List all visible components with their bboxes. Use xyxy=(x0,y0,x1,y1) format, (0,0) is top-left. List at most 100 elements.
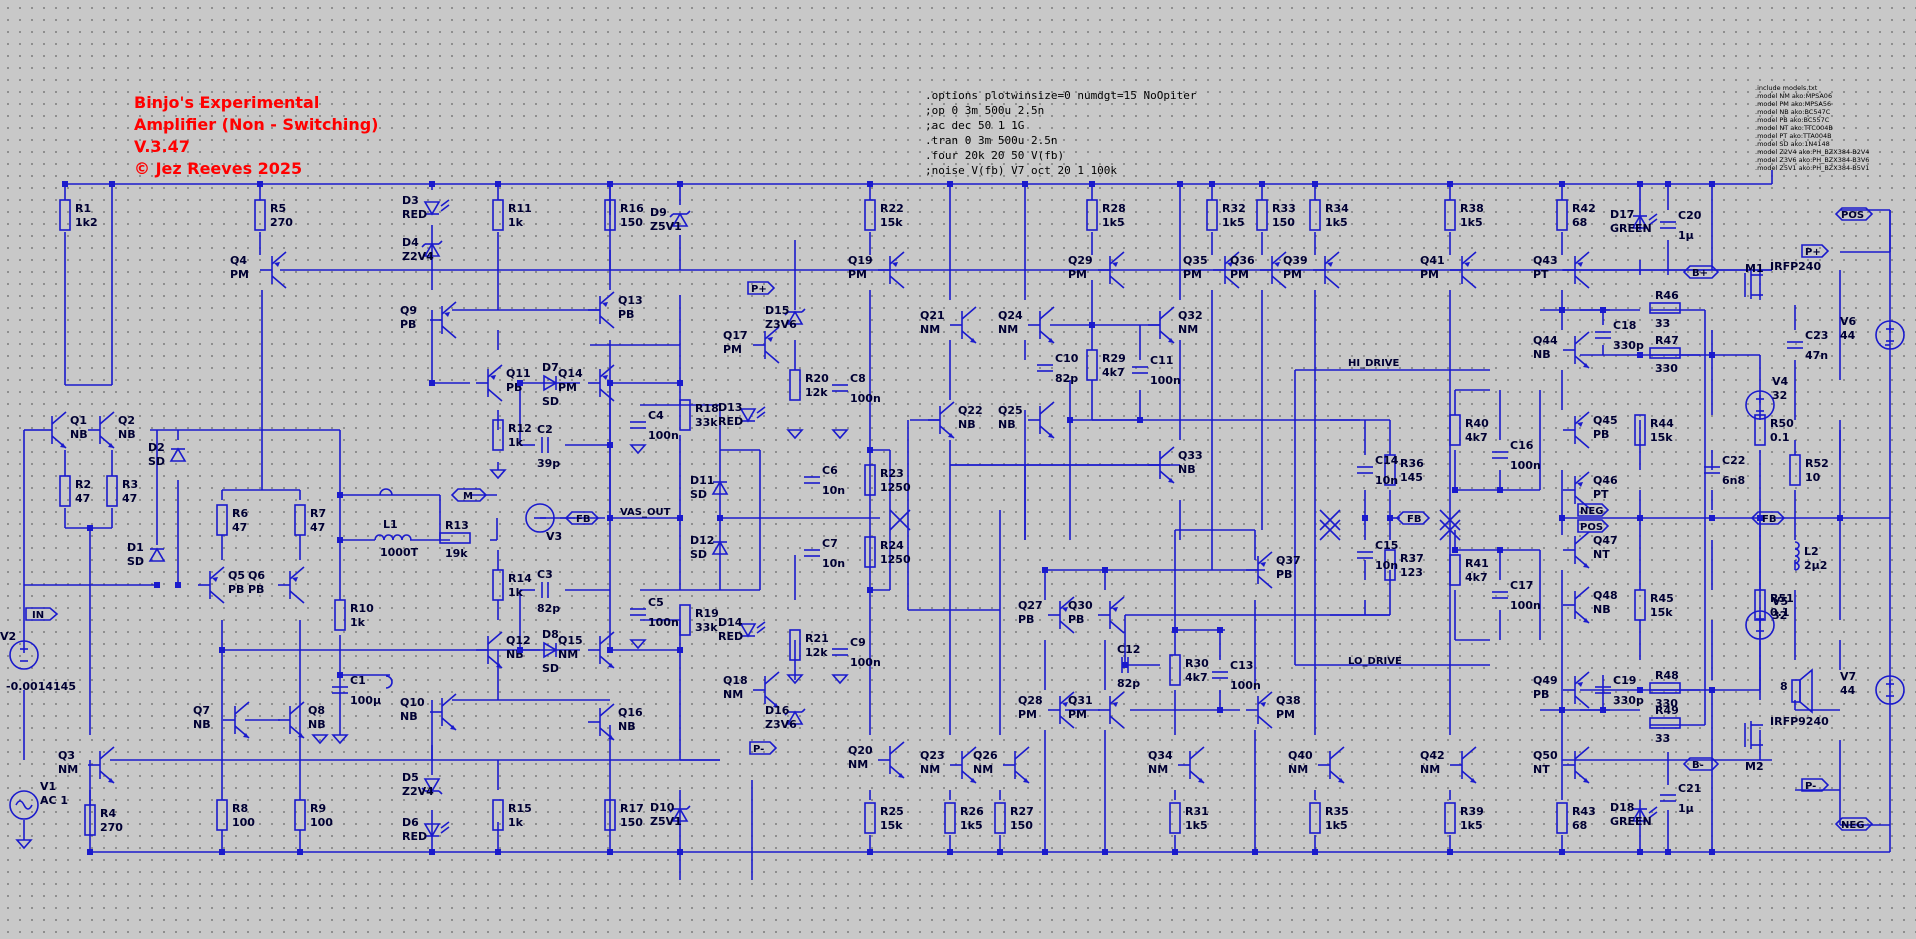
transistor-ref[interactable]: Q20 xyxy=(848,744,873,757)
resistor-ref[interactable]: R35 xyxy=(1325,805,1349,818)
capacitor-ref[interactable]: C14 xyxy=(1375,454,1399,467)
diode-ref[interactable]: D9 xyxy=(650,206,667,219)
source-ref[interactable]: V5 xyxy=(1772,595,1788,608)
capacitor-ref[interactable]: C9 xyxy=(850,636,866,649)
transistor-ref[interactable]: Q43 xyxy=(1533,254,1558,267)
model-line[interactable]: .model PT ako:TTA004B xyxy=(1755,132,1832,140)
transistor-ref[interactable]: Q34 xyxy=(1148,749,1173,762)
transistor-model[interactable]: NM xyxy=(1420,763,1440,776)
resistor-value[interactable]: 4k7 xyxy=(1102,366,1125,379)
resistor-value[interactable]: 1k xyxy=(508,816,524,829)
model-line[interactable]: .model PB ako:BC557C xyxy=(1755,116,1830,124)
diode-model[interactable]: Z3V6 xyxy=(765,318,797,331)
transistor-ref[interactable]: Q21 xyxy=(920,309,945,322)
transistor-model[interactable]: PM xyxy=(1276,708,1295,721)
transistor-ref[interactable]: Q12 xyxy=(506,634,531,647)
net-label-p-minus-out[interactable]: P- xyxy=(1801,778,1830,792)
net-label-b-minus[interactable]: B- xyxy=(1682,757,1720,771)
resistor-value[interactable]: 1k2 xyxy=(75,216,98,229)
transistor-model[interactable]: NB xyxy=(998,418,1016,431)
transistor-model[interactable]: NM xyxy=(848,758,868,771)
source-ref[interactable]: V7 xyxy=(1840,670,1856,683)
transistor-model[interactable]: NM xyxy=(920,763,940,776)
resistor-ref[interactable]: R5 xyxy=(270,202,286,215)
directive-5[interactable]: .four 20k 20 50 V(fb) xyxy=(925,149,1064,162)
resistor-ref[interactable]: R25 xyxy=(880,805,904,818)
inductor-value[interactable]: 1000T xyxy=(380,546,419,559)
resistor-ref[interactable]: R20 xyxy=(805,372,829,385)
resistor-value[interactable]: 47 xyxy=(310,521,325,534)
resistor-ref[interactable]: R6 xyxy=(232,507,248,520)
transistor-ref[interactable]: Q22 xyxy=(958,404,983,417)
transistor-ref[interactable]: Q2 xyxy=(118,414,135,427)
capacitor-value[interactable]: 100n xyxy=(648,429,679,442)
resistor-value[interactable]: 1k5 xyxy=(1460,819,1483,832)
resistor-value[interactable]: 150 xyxy=(1272,216,1295,229)
resistor-value[interactable]: 47 xyxy=(75,492,90,505)
transistor-ref[interactable]: Q41 xyxy=(1420,254,1445,267)
inductor-value[interactable]: 2µ2 xyxy=(1804,559,1827,572)
transistor-model[interactable]: PB xyxy=(1018,613,1034,626)
transistor-ref[interactable]: Q30 xyxy=(1068,599,1093,612)
diode-ref[interactable]: D16 xyxy=(765,704,790,717)
resistor-ref[interactable]: R9 xyxy=(310,802,326,815)
resistor-ref[interactable]: R38 xyxy=(1460,202,1484,215)
transistor-ref[interactable]: Q33 xyxy=(1178,449,1203,462)
capacitor-ref[interactable]: C7 xyxy=(822,537,838,550)
diode-model[interactable]: GREEN xyxy=(1610,222,1652,235)
resistor-value[interactable]: 150 xyxy=(620,216,643,229)
transistor-model[interactable]: NB xyxy=(308,718,326,731)
source-value[interactable]: AC 1 xyxy=(40,794,68,807)
resistor-value[interactable]: 1250 xyxy=(880,553,911,566)
capacitor-value[interactable]: 100n xyxy=(1150,374,1181,387)
diode-model[interactable]: SD xyxy=(127,555,144,568)
capacitor-ref[interactable]: C4 xyxy=(648,409,664,422)
resistor-ref[interactable]: R29 xyxy=(1102,352,1126,365)
resistor-value[interactable]: 1k5 xyxy=(1222,216,1245,229)
mosfet-ref[interactable]: M2 xyxy=(1745,760,1764,773)
model-line[interactable]: .model Z3V6 ako:PH_BZX384-B3V6 xyxy=(1755,156,1869,164)
resistor-ref[interactable]: R8 xyxy=(232,802,248,815)
transistor-ref[interactable]: Q17 xyxy=(723,329,748,342)
resistor-value[interactable]: 123 xyxy=(1400,566,1423,579)
resistor-value[interactable]: 270 xyxy=(270,216,293,229)
transistor-model[interactable]: NB xyxy=(118,428,136,441)
transistor-model[interactable]: NM xyxy=(998,323,1018,336)
transistor-model[interactable]: NM xyxy=(920,323,940,336)
resistor-value[interactable]: 1k5 xyxy=(1460,216,1483,229)
transistor-model[interactable]: NB xyxy=(958,418,976,431)
resistor-ref[interactable]: R16 xyxy=(620,202,644,215)
resistor-value[interactable]: 0.1 xyxy=(1770,431,1790,444)
mosfet-ref[interactable]: M1 xyxy=(1745,262,1764,275)
resistor-value[interactable]: 12k xyxy=(805,386,828,399)
resistor-ref[interactable]: R46 xyxy=(1655,289,1679,302)
